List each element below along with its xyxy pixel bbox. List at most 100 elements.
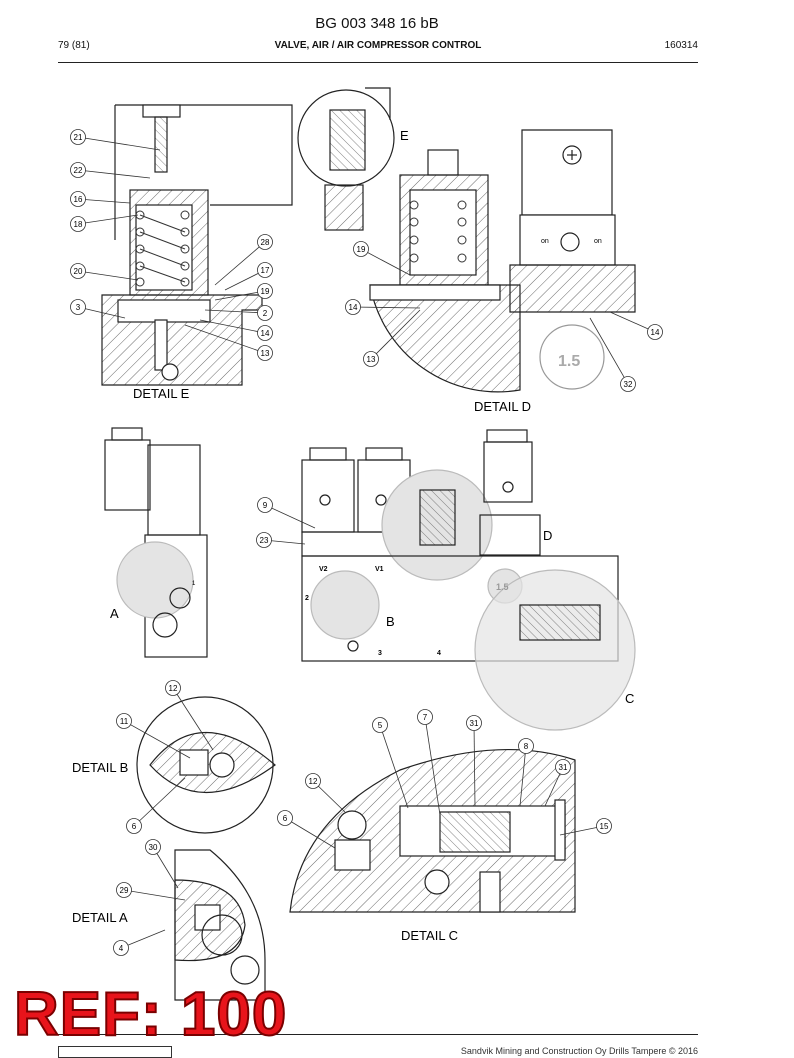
callout-leader [473,722,476,807]
callout-leader [284,817,336,849]
callout-circle [257,262,273,278]
port-2-label: 2 [305,595,309,602]
zone-b-letter: B [386,614,395,629]
main-valve-block [301,429,636,731]
callout-circle [257,305,273,321]
callout-number: 32 [624,380,633,389]
callout-leader [77,306,126,319]
port-4-label: 4 [437,650,441,657]
callout-circle [555,759,571,775]
callout-circle [113,940,129,956]
page-title: VALVE, AIR / AIR COMPRESSOR CONTROL [274,40,482,51]
zone-e-letter: E [400,128,409,143]
port-3-label: 3 [378,650,382,657]
callout-circle [345,299,361,315]
callout-leader [77,136,161,151]
callout-number: 2 [263,309,268,318]
callout-number: 13 [367,355,376,364]
callout-number: 5 [378,721,383,730]
callout-circle [417,709,433,725]
callout-number: 29 [120,886,129,895]
callout-leader [424,716,441,816]
footer-rule [58,1034,698,1035]
callout-number: 7 [423,713,428,722]
callout-number: 23 [260,536,269,545]
callout-leader [123,889,186,901]
callout-leader [184,324,266,354]
callout-leader [519,745,527,807]
port-v1-label: V1 [375,566,384,573]
callout-number: 14 [349,303,358,312]
callout-number: 13 [261,349,270,358]
page-number: 79 (81) [58,40,90,51]
callout-number: 19 [261,287,270,296]
zone-a-letter: A [110,606,119,621]
callout-circle [257,325,273,341]
port-1-label: 1 [192,581,196,587]
callout-number: 14 [651,328,660,337]
detail-a-label: DETAIL A [72,910,128,925]
callout-circle [257,234,273,250]
callout-leader [360,248,411,276]
callout-number: 4 [119,944,124,953]
callout-leader [120,929,166,949]
callout-circle [257,497,273,513]
ref-stamp: REF: 100 [13,980,288,1049]
zone-c-letter: C [625,691,634,706]
callout-number: 21 [74,133,83,142]
detail-a-side-view [104,427,208,658]
callout-circle [518,738,534,754]
callout-number: 8 [524,742,529,751]
document-code: BG 003 348 16 bB [315,15,439,32]
callout-leader [199,319,266,334]
detail-c-figure [289,748,576,913]
callout-leader [77,169,151,179]
callout-leader [214,290,266,301]
callout-circle [277,810,293,826]
callout-circle [372,717,388,733]
callout-circle [466,715,482,731]
callout-circle [70,129,86,145]
header-code: 160314 [664,40,698,51]
callout-layer: 2122161820328171921413191413143292312116… [70,129,663,956]
callout-circle [145,839,161,855]
callout-circle [70,191,86,207]
callout-number: 6 [283,814,288,823]
callout-number: 19 [357,245,366,254]
callout-circle [116,713,132,729]
callout-leader [609,311,656,333]
callout-leader [214,241,266,286]
callout-circle [70,162,86,178]
gauge-label: 1.5 [558,353,580,370]
detail-e-label: DETAIL E [133,386,190,401]
callout-circle [70,263,86,279]
callout-leader [77,214,139,225]
callout-leader [123,720,191,759]
callout-number: 31 [470,719,479,728]
detail-d-label: DETAIL D [474,399,531,414]
callout-leader [172,687,214,751]
callout-circle [70,299,86,315]
callout-number: 14 [261,329,270,338]
detail-a-figure [174,849,266,1001]
callout-number: 6 [132,822,137,831]
callout-number: 22 [74,166,83,175]
callout-leader [589,317,629,385]
detail-b-figure [136,696,276,834]
callout-leader [352,306,421,309]
callout-number: 28 [261,238,270,247]
callout-number: 20 [74,267,83,276]
callout-number: 16 [74,195,83,204]
callout-number: 12 [309,777,318,786]
on-label-left: on [541,238,549,245]
callout-number: 3 [76,303,81,312]
callout-circle [305,773,321,789]
port-v2-label: V2 [319,566,328,573]
callout-leader [133,777,186,827]
callout-leader [370,309,421,360]
callout-circle [363,351,379,367]
callout-number: 11 [120,717,129,726]
callout-circle [126,818,142,834]
detail-d-figure [297,87,636,393]
callout-circle [620,376,636,392]
